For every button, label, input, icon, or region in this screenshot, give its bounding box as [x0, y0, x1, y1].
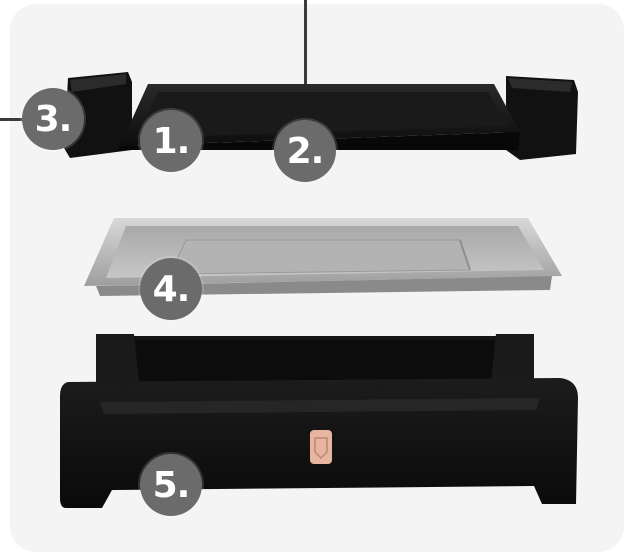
- part-4-badge: 4.: [140, 258, 202, 320]
- base-unit: [60, 334, 578, 508]
- part-5-badge: 5.: [140, 454, 202, 516]
- part-3-badge: 3.: [22, 88, 84, 150]
- part-1-badge: 1.: [140, 110, 202, 172]
- part-2-badge: 2.: [274, 120, 336, 182]
